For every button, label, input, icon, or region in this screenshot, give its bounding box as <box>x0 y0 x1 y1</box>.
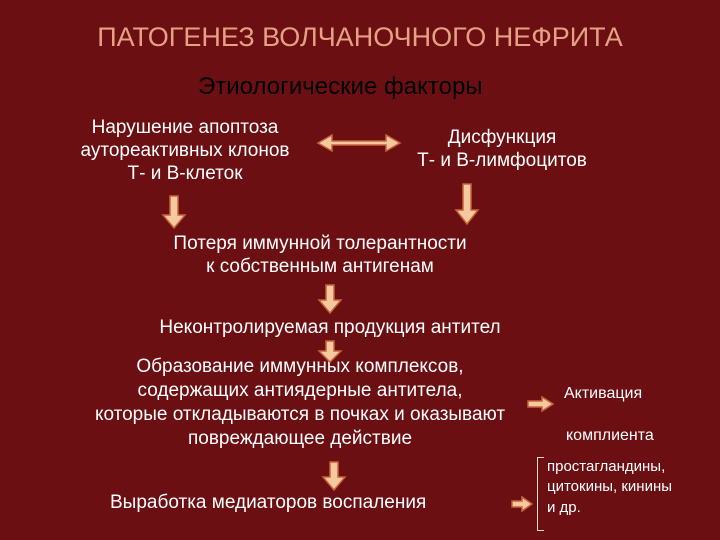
side-complement: комплиента <box>566 427 654 444</box>
step-complexes-line-3: которые откладываются в почках и оказыва… <box>94 403 506 425</box>
mediator-list: простагландины, цитокины, кинины и др. <box>547 457 672 518</box>
factor-dysfunction-line-2: Т- и В-лимфоцитов <box>417 149 587 171</box>
step-tolerance-loss: Потеря иммунной толерантности к собствен… <box>90 233 550 279</box>
step-inflammation-mediators: Выработка медиаторов воспаления <box>110 492 427 513</box>
slide-title: ПАТОГЕНЕЗ ВОЛЧАНОЧНОГО НЕФРИТА <box>97 22 623 52</box>
arrow-down-right-factor <box>454 183 480 226</box>
mediator-list-line-2: цитокины, кинины <box>547 478 673 496</box>
factor-dysfunction: Дисфункция Т- и В-лимфоцитов <box>382 127 622 173</box>
factor-apoptosis-line-3: Т- и В-клеток <box>127 162 243 184</box>
mediator-list-line-3: и др. <box>547 498 581 516</box>
step-tolerance-line-2: к собственным антигенам <box>206 255 434 277</box>
step-complexes-line-2: содержащих антиядерные антитела, <box>137 379 463 401</box>
mediator-list-line-1: простагландины, <box>547 458 666 475</box>
arrow-down-to-complexes <box>317 340 343 364</box>
arrow-right-to-mediator-list <box>511 495 534 513</box>
double-arrow <box>316 133 402 153</box>
arrow-right-to-activation <box>527 395 555 413</box>
subtitle-etiology: Этиологические факторы <box>198 73 483 100</box>
factor-apoptosis-line-2: аутореактивных клонов <box>80 139 290 161</box>
step-complexes-line-4: повреждающее действие <box>187 427 413 449</box>
mediator-bracket <box>537 457 544 531</box>
step-complexes-line-1: Образование иммунных комплексов, <box>136 356 464 377</box>
arrow-down-to-antibodies <box>317 284 343 315</box>
step-antibody-production: Неконтролируемая продукция антител <box>159 317 501 338</box>
step-tolerance-line-1: Потеря иммунной толерантности <box>173 233 467 254</box>
arrow-down-left-factor <box>161 195 187 230</box>
arrow-down-to-mediators <box>321 461 347 492</box>
side-activation: Активация <box>564 385 643 402</box>
factor-apoptosis: Нарушение апоптоза аутореактивных клонов… <box>40 117 330 185</box>
factor-dysfunction-line-1: Дисфункция <box>447 127 557 148</box>
step-immune-complexes: Образование иммунных комплексов, содержа… <box>30 355 570 451</box>
factor-apoptosis-line-1: Нарушение апоптоза <box>91 117 279 138</box>
